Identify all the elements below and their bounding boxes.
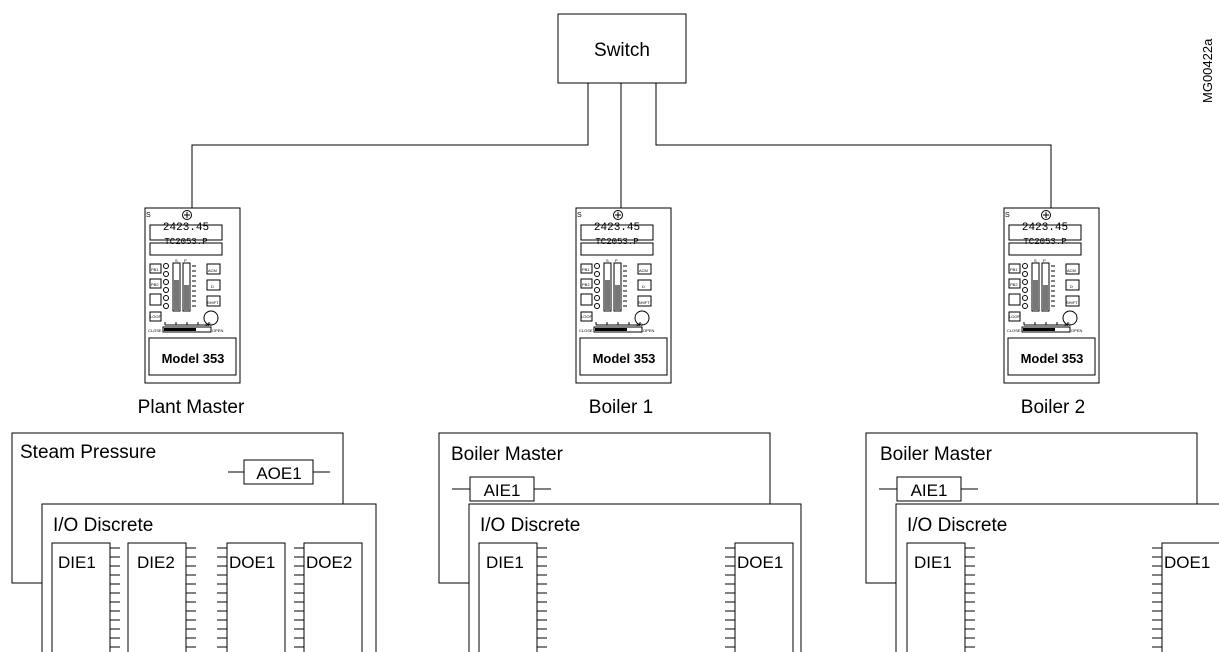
scale-s-label: S — [146, 212, 151, 219]
controller-boiler-1: S 2423.45 TC2053.P S P PB1 PB2 LOOP ACM … — [575, 207, 672, 418]
pb2-button-label: PB2 — [151, 282, 159, 287]
open-label: OPEN — [212, 328, 223, 333]
loop-button-label: LOOP — [1009, 314, 1020, 319]
model-label: Model 353 — [593, 351, 656, 366]
loop-button-label: LOOP — [581, 314, 592, 319]
steam-pressure-title: Steam Pressure — [20, 442, 156, 463]
io-discrete-title: I/O Discrete — [53, 515, 153, 536]
die2-label: DIE2 — [137, 553, 175, 572]
boiler-master-title: Boiler Master — [451, 444, 564, 465]
aie1-block — [896, 476, 962, 502]
bar-p-label: P — [1043, 258, 1046, 263]
acm-button-label: ACM — [639, 268, 648, 273]
scale-100-label: 100 — [1064, 322, 1071, 327]
shift-button-label: SHIFT — [207, 300, 219, 305]
controller-label: Boiler 1 — [589, 397, 653, 418]
doe1-label: DOE1 — [1164, 553, 1210, 572]
doe1-label: DOE1 — [737, 553, 783, 572]
pb1-button-label: PB1 — [582, 267, 590, 272]
scale-s-label: S — [1005, 212, 1010, 219]
d-button-label: D — [642, 284, 645, 289]
aie1-block — [469, 476, 535, 502]
switch-box — [557, 13, 687, 84]
bar-s-label: S — [1034, 258, 1037, 263]
bar-s-label: S — [606, 258, 609, 263]
pb1-button-label: PB1 — [151, 267, 159, 272]
doe2-label: DOE2 — [306, 553, 352, 572]
open-label: OPEN — [1071, 328, 1082, 333]
close-label: CLOSE — [148, 328, 162, 333]
bar-p-label: P — [184, 258, 187, 263]
boiler-1-blocks: Boiler Master AIE1 I/O Discrete DIE1 DOE… — [438, 432, 802, 652]
doe1-block — [734, 542, 794, 652]
scale-100-label: 100 — [636, 322, 643, 327]
display-tag: TC2053.P — [595, 237, 638, 247]
die1-label: DIE1 — [486, 553, 524, 572]
controller-plant-master: S 2423.45 TC2053.P S P PB1 PB2 LOOP ACM … — [138, 207, 245, 418]
figure-id: MG00422a — [1200, 38, 1215, 103]
boiler-master-title: Boiler Master — [880, 444, 993, 465]
network-cables — [191, 83, 1052, 210]
close-label: CLOSE — [579, 328, 593, 333]
scale-100-label: 100 — [205, 322, 212, 327]
doe1-label: DOE1 — [229, 553, 275, 572]
die1-block — [906, 542, 966, 652]
display-value: 2423.45 — [1022, 222, 1068, 234]
doe2-block — [303, 542, 363, 652]
aie1-label: AIE1 — [484, 481, 521, 500]
close-label: CLOSE — [1007, 328, 1021, 333]
model-label: Model 353 — [1021, 351, 1084, 366]
controller-boiler-2: S 2423.45 TC2053.P S P PB1 PB2 LOOP ACM … — [1003, 207, 1100, 418]
io-discrete-title: I/O Discrete — [480, 515, 580, 536]
bar-p-label: P — [615, 258, 618, 263]
open-label: OPEN — [643, 328, 654, 333]
doe1-block — [226, 542, 286, 652]
acm-button-label: ACM — [1067, 268, 1076, 273]
aoe1-label: AOE1 — [256, 464, 301, 483]
d-button-label: D — [1070, 284, 1073, 289]
pb2-button-label: PB2 — [1010, 282, 1018, 287]
display-value: 2423.45 — [163, 222, 209, 234]
die1-block — [51, 542, 111, 652]
d-button-label: D — [211, 284, 214, 289]
model-label: Model 353 — [162, 351, 225, 366]
die1-block — [478, 542, 538, 652]
pb2-button-label: PB2 — [582, 282, 590, 287]
die1-label: DIE1 — [914, 553, 952, 572]
controller-label: Plant Master — [138, 397, 245, 418]
die2-block — [127, 542, 187, 652]
pb1-button-label: PB1 — [1010, 267, 1018, 272]
switch-label: Switch — [594, 40, 650, 61]
acm-button-label: ACM — [208, 268, 217, 273]
plant-master-blocks: Steam Pressure AOE1 I/O Discrete DIE1 DI… — [11, 432, 377, 652]
shift-button-label: SHIFT — [1066, 300, 1078, 305]
loop-button-label: LOOP — [150, 314, 161, 319]
bar-s-label: S — [175, 258, 178, 263]
io-discrete-title: I/O Discrete — [907, 515, 1007, 536]
boiler-2-blocks: Boiler Master AIE1 I/O Discrete DIE1 DOE… — [865, 432, 1219, 652]
display-value: 2423.45 — [594, 222, 640, 234]
doe1-block — [1161, 542, 1219, 652]
scale-s-label: S — [577, 212, 582, 219]
aoe1-block — [243, 459, 314, 485]
shift-button-label: SHIFT — [638, 300, 650, 305]
aie1-label: AIE1 — [911, 481, 948, 500]
display-tag: TC2053.P — [164, 237, 207, 247]
controller-label: Boiler 2 — [1021, 397, 1085, 418]
die1-label: DIE1 — [58, 553, 96, 572]
display-tag: TC2053.P — [1023, 237, 1066, 247]
